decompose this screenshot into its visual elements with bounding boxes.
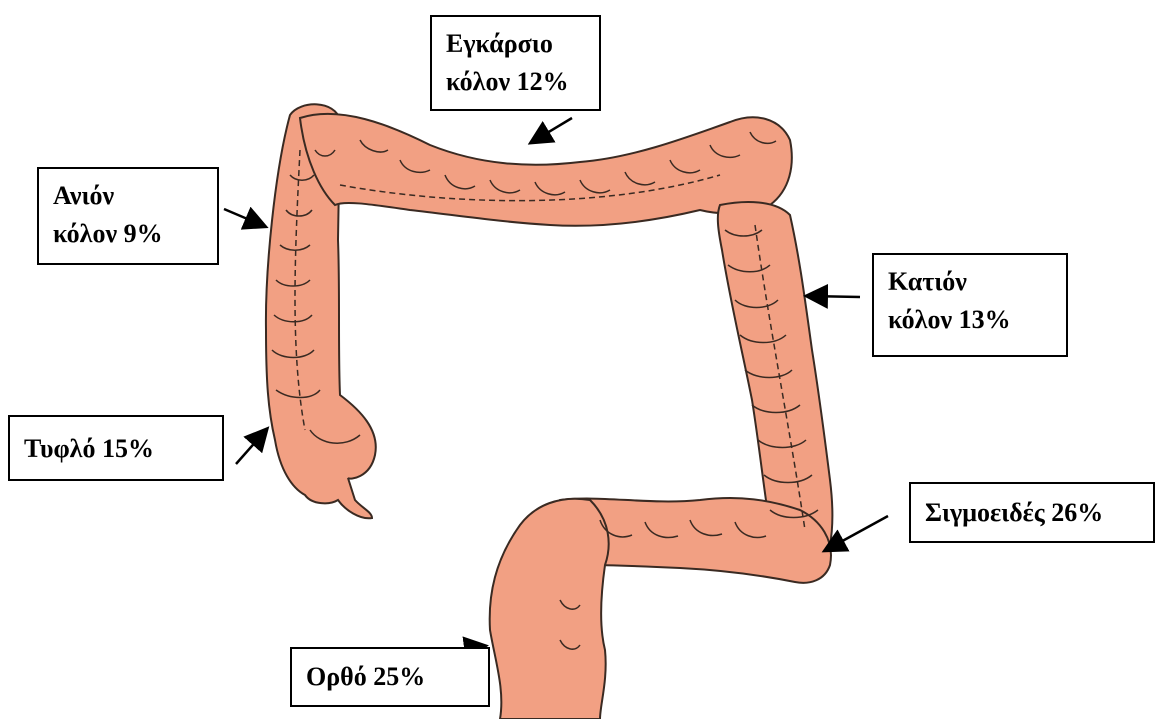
label-cecum-line1: Τυφλό 15%	[24, 425, 208, 473]
arrow-sigmoid	[826, 516, 888, 550]
label-rectum-line1: Ορθό 25%	[306, 657, 474, 697]
label-ascending-line1: Ανιόν	[53, 177, 203, 215]
label-transverse-colon: Εγκάρσιο κόλον 12%	[430, 15, 601, 111]
label-ascending-line2: κόλον 9%	[53, 215, 203, 253]
arrow-descending	[808, 296, 860, 297]
label-sigmoid-colon: Σιγμοειδές 26%	[909, 482, 1155, 543]
label-rectum: Ορθό 25%	[290, 647, 490, 707]
label-cecum: Τυφλό 15%	[8, 415, 224, 481]
colon-illustration	[266, 104, 832, 719]
rectum	[490, 499, 609, 719]
label-sigmoid-line1: Σιγμοειδές 26%	[925, 492, 1139, 534]
arrow-ascending	[224, 209, 264, 226]
label-transverse-line1: Εγκάρσιο	[446, 25, 585, 63]
label-descending-line2: κόλον 13%	[888, 301, 1052, 339]
label-transverse-line2: κόλον 12%	[446, 63, 585, 101]
label-ascending-colon: Ανιόν κόλον 9%	[37, 167, 219, 265]
arrow-transverse	[532, 118, 572, 142]
label-descending-line1: Κατιόν	[888, 263, 1052, 301]
arrow-cecum	[236, 430, 266, 464]
label-descending-colon: Κατιόν κόλον 13%	[872, 253, 1068, 357]
